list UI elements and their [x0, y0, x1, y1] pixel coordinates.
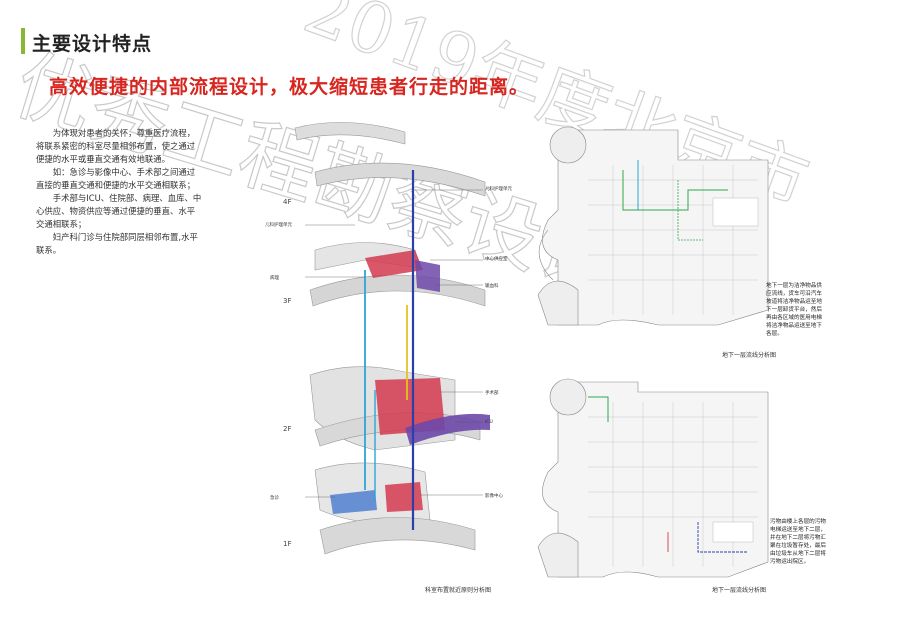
note-waste-flow: 污物由楼上各层的污物电梯运送至地下二层，并在地下二层将污物汇聚在垃圾暂存处，最后…: [770, 519, 826, 565]
headline: 高效便捷的内部流程设计，极大缩短患者行走的距离。: [49, 76, 530, 98]
floor-label-2f: 2F: [283, 425, 292, 433]
label-central-supply: 中心供应室: [485, 257, 508, 262]
floor-label-4f: 4F: [283, 198, 292, 206]
note-clean-supply-flow: 地下一层为洁净物品供应流线，货车可沿汽车坡道将洁净物品运至地下一层卸货平台，然后…: [766, 283, 822, 337]
body-paragraph-4: 妇产科门诊与住院部同层相邻布置,水平: [52, 232, 198, 242]
body-paragraph-2: 如：急诊与影像中心、手术部之间通过: [52, 167, 196, 177]
label-icu: ICU: [485, 420, 493, 425]
floor-plan-top: [537, 126, 769, 326]
body-line-5: 直接的垂直交通和便捷的水平交通相联系；: [36, 180, 196, 190]
floor-label-3f: 3F: [283, 297, 292, 305]
label-emergency: 急诊: [270, 496, 279, 501]
caption-plan-top: 地下一层流线分析图: [722, 352, 777, 359]
section-title: 主要设计特点: [32, 33, 153, 55]
body-line-8: 交通相联系；: [36, 219, 87, 229]
body-line-10: 联系。: [36, 245, 62, 255]
label-surgery: 手术部: [485, 391, 499, 396]
label-pediatric-unit-3f: 儿科护理单元: [265, 223, 292, 228]
caption-plan-bottom: 地下一层流线分析图: [712, 587, 767, 594]
caption-axonometric: 科室布置就近原则分析图: [425, 587, 492, 594]
body-line-2: 将联系紧密的科室尽量相邻布置，使之通过: [36, 141, 196, 151]
label-blood-bank: 输血科: [485, 284, 499, 289]
label-pathology: 病理: [270, 276, 279, 281]
axonometric-diagram: [294, 122, 490, 555]
floor-plan-bottom: [537, 378, 769, 578]
section-accent-bar: [21, 28, 25, 54]
body-paragraph-3: 手术部与ICU、住院部、病理、血库、中: [52, 193, 202, 203]
body-text: 为体现对患者的关怀，尊重医疗流程， 将联系紧密的科室尽量相邻布置，使之通过 便捷…: [36, 127, 218, 257]
body-line-7: 心供应、物资供应等通过便捷的垂直、水平: [36, 206, 196, 216]
label-imaging-center: 影像中心: [485, 494, 503, 499]
body-line-3: 便捷的水平或垂直交通有效地联通。: [36, 154, 170, 164]
label-pediatric-unit-4f: 儿科护理单元: [485, 187, 512, 192]
body-paragraph-1: 为体现对患者的关怀，尊重医疗流程，: [52, 128, 196, 138]
floor-label-1f: 1F: [283, 540, 292, 548]
